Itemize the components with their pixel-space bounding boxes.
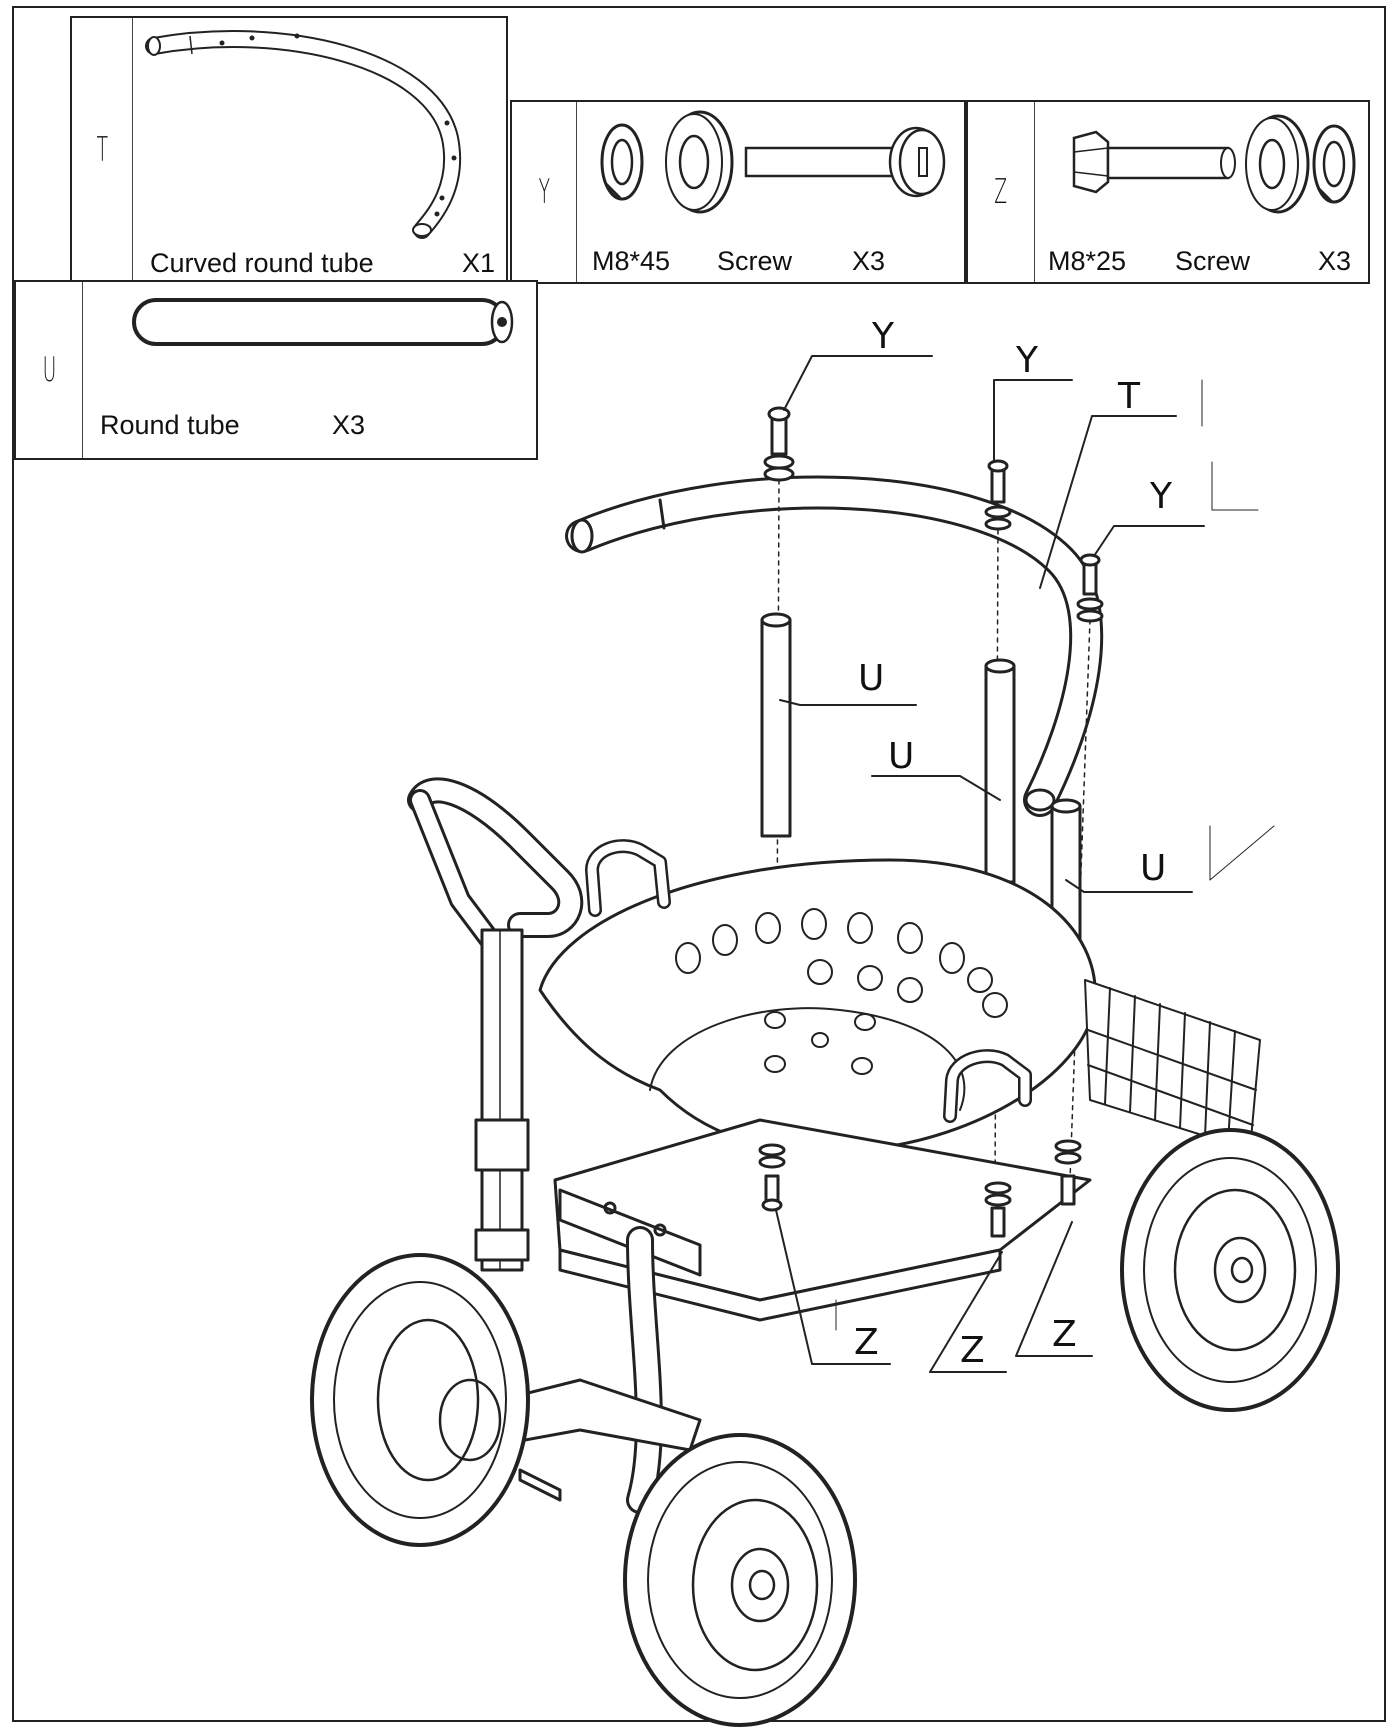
part-size-z: M8*25 — [1048, 246, 1127, 276]
y-screw-3 — [1076, 553, 1104, 623]
callout-y-3: Y — [1149, 476, 1173, 517]
curved-tube-part — [565, 475, 1104, 817]
part-code-y: Y — [538, 172, 550, 212]
wheel-front — [623, 1433, 857, 1727]
callout-z-2: Z — [960, 1330, 985, 1371]
part-name-z: Screw — [1175, 246, 1251, 276]
part-card-u: U Round tube X3 — [14, 280, 538, 460]
part-qty-u: X3 — [332, 410, 366, 440]
callout-u-1: U — [858, 658, 884, 699]
page-border — [12, 6, 1386, 1722]
part-qty-y: X3 — [852, 246, 886, 276]
part-code-z: Z — [994, 172, 1008, 212]
y-screw-1 — [763, 406, 795, 482]
part-qty-t: X1 — [462, 248, 496, 278]
callout-z-3: Z — [1052, 1314, 1077, 1355]
z-bolt-2 — [984, 1181, 1012, 1238]
part-code-cell: T — [72, 18, 133, 282]
handle — [407, 777, 584, 1272]
bolt-washer-set-icon — [1072, 114, 1356, 214]
part-size-y: M8*45 — [592, 246, 671, 276]
screw-washer-set-icon — [600, 110, 946, 214]
callout-y-2: Y — [1015, 340, 1039, 381]
part-name-u: Round tube — [100, 410, 240, 440]
basket — [1084, 979, 1261, 1151]
part-card-y: Y M8*45 Screw X3 — [510, 100, 966, 284]
part-code-cell: Y — [512, 102, 577, 282]
seat — [538, 839, 1097, 1153]
part-card-z: Z M8*25 Screw X3 — [966, 100, 1370, 284]
z-bolt-3 — [1054, 1139, 1082, 1206]
wheel-rear-right — [1120, 1128, 1340, 1412]
callout-u-3: U — [1140, 848, 1166, 889]
round-tube-middle — [984, 658, 1016, 884]
part-name-y: Screw — [717, 246, 793, 276]
wheel-rear-left — [310, 1253, 530, 1547]
callout-z-1: Z — [854, 1322, 879, 1363]
round-tube-left — [760, 612, 792, 838]
part-code-t: T — [96, 130, 108, 170]
part-code-cell: Z — [968, 102, 1035, 282]
callout-t: T — [1117, 376, 1141, 417]
part-code-u: U — [42, 350, 56, 390]
curved-tube-icon — [145, 30, 462, 239]
part-name-t: Curved round tube — [150, 248, 374, 278]
round-tube-icon — [132, 298, 514, 346]
part-qty-z: X3 — [1318, 246, 1352, 276]
callout-y-1: Y — [871, 316, 895, 357]
part-code-cell: U — [16, 282, 83, 458]
leader-lines — [775, 355, 1275, 1373]
callout-u-2: U — [888, 736, 914, 777]
y-screw-2 — [984, 459, 1012, 531]
z-bolt-1 — [758, 1143, 786, 1212]
